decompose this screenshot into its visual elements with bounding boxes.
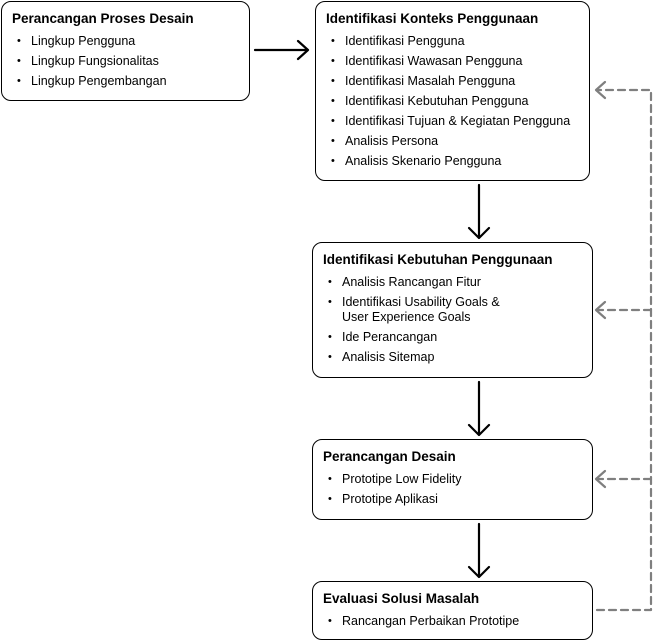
list-item: Identifikasi Pengguna	[326, 34, 579, 49]
list-item: Identifikasi Masalah Pengguna	[326, 74, 579, 89]
feedback-arrowhead-konteks	[594, 80, 607, 100]
arrow-desain-to-evaluasi	[467, 522, 491, 579]
list-item: Identifikasi Wawasan Pengguna	[326, 54, 579, 69]
box-title: Perancangan Desain	[323, 449, 456, 464]
list-item: Rancangan Perbaikan Prototipe	[323, 614, 582, 629]
box-title: Perancangan Proses Desain	[12, 11, 194, 26]
box-identifikasi-kebutuhan-penggunaan: Identifikasi Kebutuhan Penggunaan Analis…	[312, 242, 593, 378]
box-title: Identifikasi Kebutuhan Penggunaan	[323, 252, 553, 267]
box-evaluasi-solusi-masalah: Evaluasi Solusi Masalah Rancangan Perbai…	[312, 581, 593, 640]
list-item: Lingkup Pengembangan	[12, 74, 239, 89]
feedback-loop-line	[595, 88, 653, 612]
box-item-list: Lingkup Pengguna Lingkup Fungsionalitas …	[12, 34, 239, 89]
arrow-proses-to-konteks	[253, 39, 310, 61]
list-item: Prototipe Low Fidelity	[323, 472, 582, 487]
list-item: Analisis Rancangan Fitur	[323, 275, 582, 290]
box-item-list: Rancangan Perbaikan Prototipe	[323, 614, 582, 629]
list-item: Analisis Skenario Pengguna	[326, 154, 579, 169]
box-title: Identifikasi Konteks Penggunaan	[326, 11, 539, 26]
box-perancangan-desain: Perancangan Desain Prototipe Low Fidelit…	[312, 439, 593, 520]
list-item: Ide Perancangan	[323, 330, 582, 345]
box-title: Evaluasi Solusi Masalah	[323, 591, 480, 606]
box-item-list: Prototipe Low Fidelity Prototipe Aplikas…	[323, 472, 582, 507]
list-item: Lingkup Pengguna	[12, 34, 239, 49]
list-item: Analisis Persona	[326, 134, 579, 149]
box-identifikasi-konteks-penggunaan: Identifikasi Konteks Penggunaan Identifi…	[315, 1, 590, 181]
arrow-konteks-to-kebutuhan	[467, 183, 491, 240]
list-item: Lingkup Fungsionalitas	[12, 54, 239, 69]
box-item-list: Identifikasi Pengguna Identifikasi Wawas…	[326, 34, 579, 169]
box-item-list: Analisis Rancangan Fitur Identifikasi Us…	[323, 275, 582, 365]
list-item: Identifikasi Tujuan & Kegiatan Pengguna	[326, 114, 579, 129]
feedback-arrowhead-desain	[594, 469, 607, 489]
arrow-kebutuhan-to-desain	[467, 380, 491, 437]
feedback-arrowhead-kebutuhan	[594, 300, 607, 320]
list-item: Prototipe Aplikasi	[323, 492, 582, 507]
list-item: Identifikasi Usability Goals & User Expe…	[323, 295, 582, 325]
box-perancangan-proses-desain: Perancangan Proses Desain Lingkup Penggu…	[1, 1, 250, 101]
list-item: Identifikasi Kebutuhan Pengguna	[326, 94, 579, 109]
list-item: Analisis Sitemap	[323, 350, 582, 365]
